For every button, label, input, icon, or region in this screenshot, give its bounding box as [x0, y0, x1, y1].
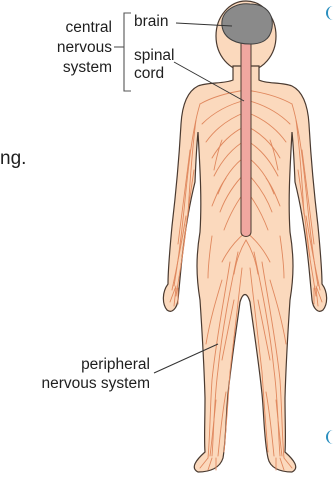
cns-label-line3: system: [63, 59, 112, 76]
cut-off-body-text: ng.: [0, 148, 26, 169]
cns-label-line2: nervous: [57, 39, 112, 56]
cns-bracket: [124, 13, 131, 91]
pns-label-line1: peripheral: [81, 356, 150, 373]
bottom-edge-marker: [326, 430, 334, 444]
pns-label-line2: nervous system: [41, 375, 150, 392]
brain: [222, 4, 272, 44]
spinal-cord-label-line2: cord: [134, 65, 164, 82]
top-edge-marker: [326, 6, 334, 20]
spinal-cord: [241, 42, 251, 237]
cns-label-line1: central: [65, 19, 112, 36]
spinal-cord-label-line1: spinal: [134, 47, 175, 64]
brain-label: brain: [134, 13, 168, 30]
